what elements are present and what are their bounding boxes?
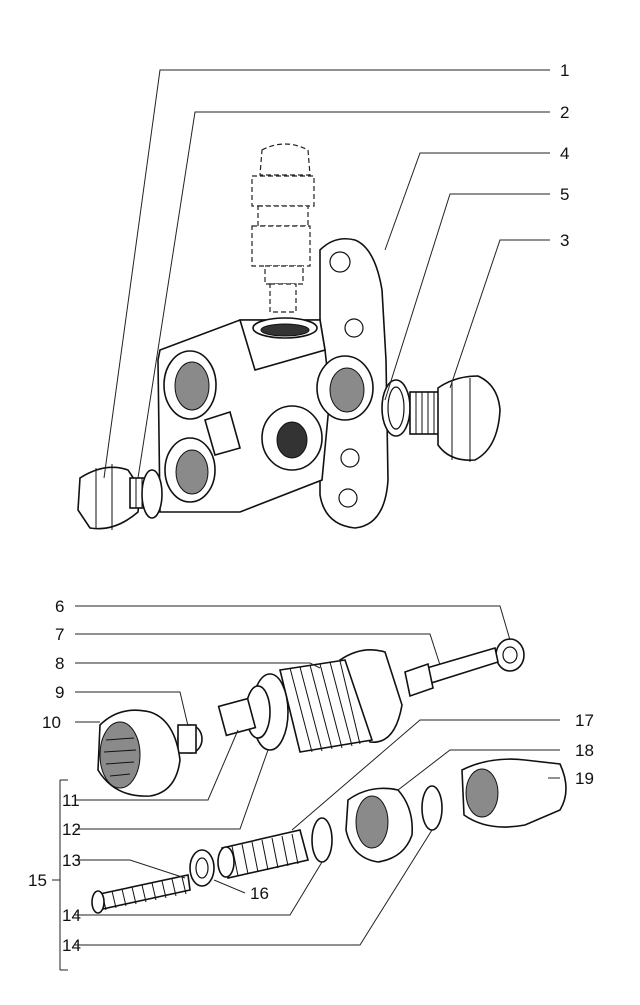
leader-lines-top: [103, 69, 550, 479]
callout-17: 17: [575, 711, 594, 730]
callout-8: 8: [55, 654, 64, 673]
screw-17: [217, 829, 309, 879]
callout-3: 3: [560, 231, 569, 250]
nut-10: [97, 709, 181, 797]
oring-14b: [421, 785, 443, 831]
callout-11: 11: [62, 791, 80, 810]
plug-right: [409, 375, 501, 462]
fitting-19: [461, 758, 567, 828]
callout-18: 18: [575, 741, 594, 760]
callout-12: 12: [62, 820, 81, 839]
callout-14-upper: 14: [62, 906, 81, 925]
nut-18: [345, 787, 414, 863]
callout-10: 10: [42, 713, 61, 732]
leader-lines-bottom: [52, 605, 560, 971]
washer-6: [495, 638, 525, 672]
callout-19: 19: [575, 769, 594, 788]
callout-16: 16: [250, 884, 269, 903]
valve-body: [157, 237, 389, 529]
oring-14a: [311, 817, 333, 863]
callout-14-lower: 14: [62, 936, 81, 955]
washer-left: [141, 469, 163, 519]
callout-13: 13: [62, 851, 81, 870]
callout-2: 2: [560, 103, 569, 122]
callout-1: 1: [560, 61, 569, 80]
spring-13: [91, 874, 191, 914]
callout-6: 6: [55, 597, 64, 616]
callout-9: 9: [55, 683, 64, 702]
phantom-fitting: [251, 143, 315, 313]
callout-5: 5: [560, 185, 569, 204]
washer-16: [189, 849, 215, 887]
callout-7: 7: [55, 625, 64, 644]
plunger-9: [177, 724, 203, 754]
callout-15: 15: [28, 871, 47, 890]
pin-7: [404, 646, 499, 698]
callout-4: 4: [560, 144, 569, 163]
cartridge-8: [217, 649, 403, 753]
